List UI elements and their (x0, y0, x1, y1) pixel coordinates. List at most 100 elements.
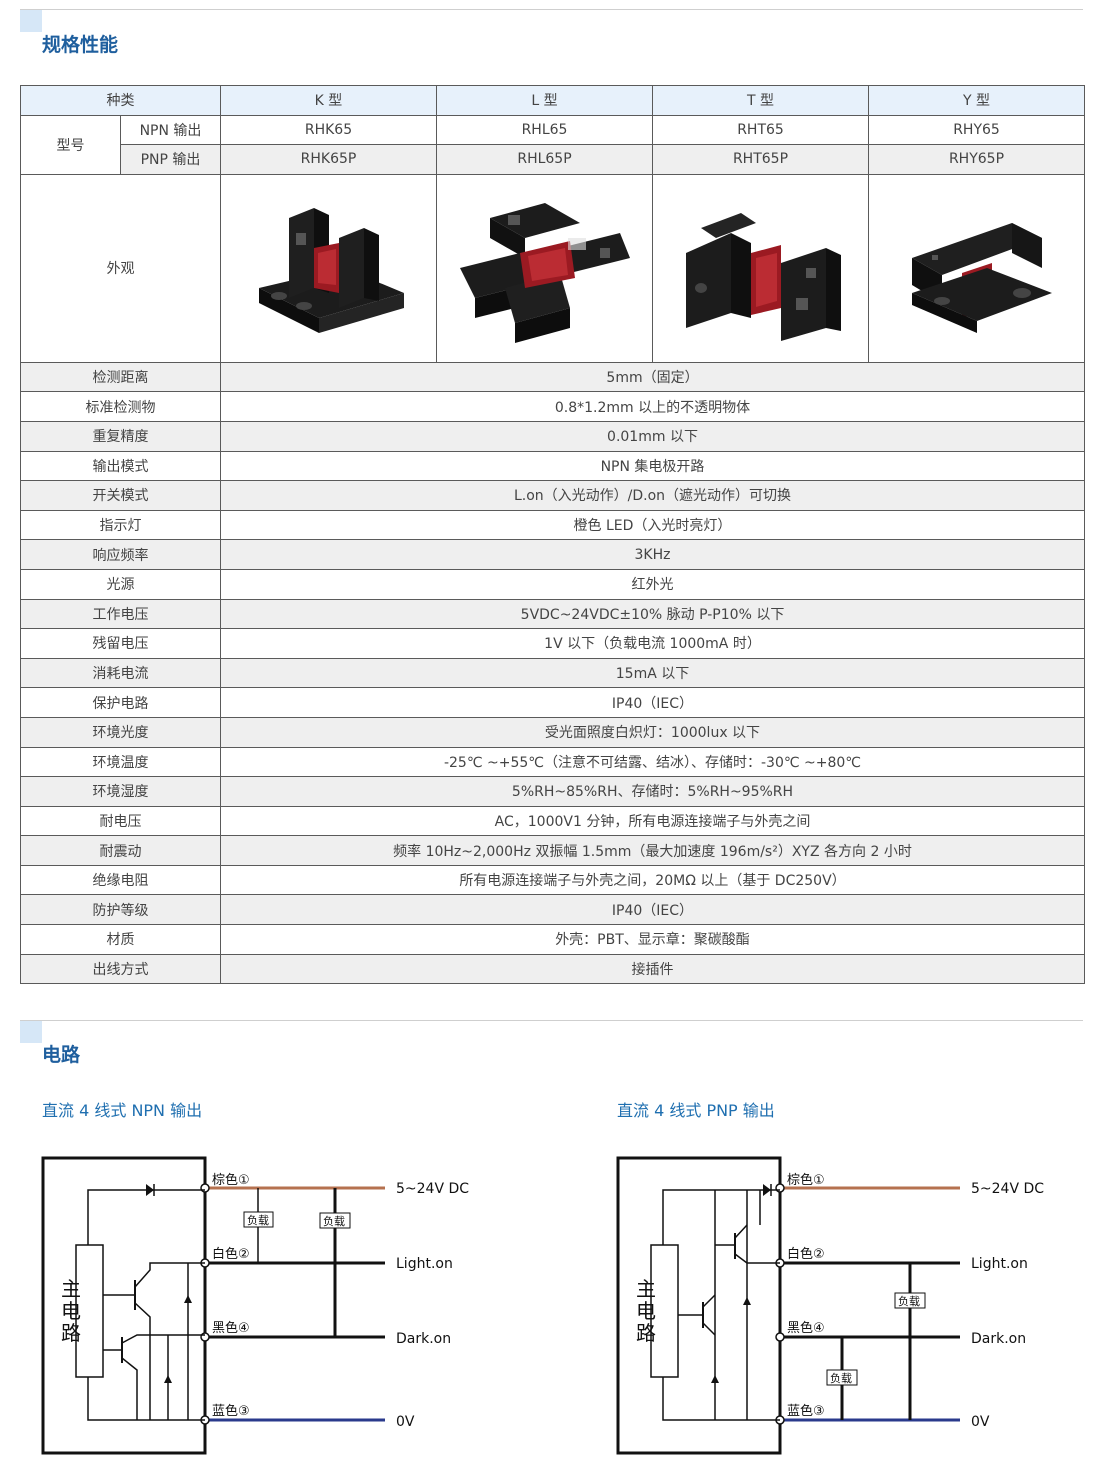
spec-value: L.on（入光动作）/D.on（遮光动作）可切换 (220, 480, 1085, 511)
top-divider (20, 9, 1083, 10)
type-header-k: K 型 (220, 85, 437, 116)
main-block-char: 主 (636, 1277, 656, 1301)
output-label: Light.on (396, 1256, 453, 1272)
spec-label: 工作电压 (20, 598, 221, 630)
appearance-row: 外观 (20, 173, 1085, 363)
type-header-t: T 型 (652, 85, 869, 116)
spec-value: 3KHz (220, 539, 1085, 570)
npn-circuit-title: 直流 4 线式 NPN 输出 (42, 1101, 203, 1120)
model-npn-t: RHT65 (652, 114, 869, 146)
output-label: Dark.on (396, 1331, 451, 1347)
photo-y-type (868, 173, 1085, 363)
wire-label: 白色② (787, 1246, 825, 1262)
sensor-y-image (911, 223, 1052, 334)
model-npn-k: RHK65 (220, 114, 437, 146)
main-block-char: 电 (636, 1299, 656, 1323)
pnp-circuit-title: 直流 4 线式 PNP 输出 (617, 1101, 775, 1120)
model-label: 型号 (20, 114, 121, 175)
main-block-char: 路 (636, 1321, 656, 1345)
wire-label: 棕色① (212, 1172, 250, 1188)
spec-value: 所有电源连接端子与外壳之间，20MΩ 以上（基于 DC250V） (220, 864, 1085, 896)
wire-label: 白色② (212, 1246, 250, 1262)
spec-label: 标准检测物 (20, 391, 221, 422)
spec-table: 种类 K 型 L 型 T 型 Y 型 型号 NPN 输出 RHK65 RHL65… (20, 85, 1085, 985)
model-npn-l: RHL65 (436, 114, 653, 146)
spec-label: 环境湿度 (20, 776, 221, 807)
output-label: Dark.on (971, 1331, 1026, 1347)
spec-label: 开关模式 (20, 480, 221, 511)
wire-label: 蓝色③ (787, 1403, 825, 1419)
sensor-t-image (685, 213, 841, 342)
model-npn-y: RHY65 (868, 114, 1085, 146)
section-marker (20, 1021, 42, 1043)
pnp-circuit-diagram: 主 电 路 棕色① 白色② 黑色④ 蓝色③ 负载 负载 5~24V DC Lig… (616, 1156, 1044, 1455)
spec-label: 出线方式 (20, 953, 221, 985)
spec-value: 5VDC~24VDC±10% 脉动 P-P10% 以下 (220, 598, 1085, 630)
spec-value: NPN 集电极开路 (220, 450, 1085, 482)
spec-value: IP40（IEC） (220, 894, 1085, 926)
output-label: 5~24V DC (971, 1181, 1044, 1197)
spec-value: 0.8*1.2mm 以上的不透明物体 (220, 391, 1085, 422)
spec-label: 耐震动 (20, 835, 221, 866)
spec-label: 环境温度 (20, 746, 221, 778)
section-marker (20, 10, 42, 32)
spec-value: 红外光 (220, 568, 1085, 600)
photo-k-type (220, 173, 437, 363)
spec-value: 0.01mm 以下 (220, 420, 1085, 452)
spec-value: 频率 10Hz~2,000Hz 双振幅 1.5mm（最大加速度 196m/s²）… (220, 835, 1085, 866)
output-label: Light.on (971, 1256, 1028, 1272)
spec-value: 橙色 LED（入光时亮灯） (220, 509, 1085, 541)
load-label: 负载 (247, 1213, 269, 1227)
type-header-y: Y 型 (868, 85, 1085, 116)
spec-label: 绝缘电阻 (20, 864, 221, 896)
spec-section-title: 规格性能 (42, 34, 119, 56)
output-label: 5~24V DC (396, 1181, 469, 1197)
output-label: 0V (396, 1414, 415, 1430)
appearance-label: 外观 (20, 173, 221, 363)
photo-t-type (652, 173, 869, 363)
pnp-label: PNP 输出 (120, 144, 221, 175)
spec-value: 受光面照度白炽灯：1000lux 以下 (220, 716, 1085, 748)
spec-label: 保护电路 (20, 687, 221, 718)
spec-label: 材质 (20, 924, 221, 955)
circuit-divider (20, 1020, 1083, 1021)
output-label: 0V (971, 1414, 990, 1430)
load-label: 负载 (830, 1371, 852, 1385)
spec-value: -25℃ ~+55℃（注意不可结露、结冰）、存储时：-30℃ ~+80℃ (220, 746, 1085, 778)
spec-value: 5mm（固定） (220, 361, 1085, 393)
spec-label: 环境光度 (20, 716, 221, 748)
type-header-label: 种类 (20, 85, 221, 116)
spec-label: 光源 (20, 568, 221, 600)
spec-value: IP40（IEC） (220, 687, 1085, 718)
model-pnp-row: PNP 输出 RHK65P RHL65P RHT65P RHY65P (21, 144, 1085, 175)
spec-value: 5%RH~85%RH、存储时：5%RH~95%RH (220, 776, 1085, 807)
load-label: 负载 (898, 1294, 920, 1308)
spec-label: 重复精度 (20, 420, 221, 452)
spec-label: 残留电压 (20, 628, 221, 659)
spec-label: 防护等级 (20, 894, 221, 926)
spec-label: 耐电压 (20, 805, 221, 837)
spec-value: AC，1000V1 分钟，所有电源连接端子与外壳之间 (220, 805, 1085, 837)
spec-label: 输出模式 (20, 450, 221, 482)
wire-label: 蓝色③ (212, 1403, 250, 1419)
model-pnp-t: RHT65P (652, 144, 869, 175)
photo-l-type (436, 173, 653, 363)
model-npn-row: 型号 NPN 输出 RHK65 RHL65 RHT65 RHY65 (20, 114, 1085, 175)
main-block-char: 路 (61, 1321, 81, 1345)
model-pnp-l: RHL65P (436, 144, 653, 175)
sensor-k-image (258, 208, 404, 334)
wire-label: 棕色① (787, 1172, 825, 1188)
circuit-section-title: 电路 (42, 1044, 81, 1066)
model-pnp-y: RHY65P (868, 144, 1085, 175)
main-block-char: 电 (61, 1299, 81, 1323)
spec-label: 响应频率 (20, 539, 221, 570)
npn-label: NPN 输出 (120, 114, 221, 146)
load-label: 负载 (323, 1214, 345, 1228)
sensor-l-image (459, 203, 630, 344)
model-pnp-k: RHK65P (220, 144, 437, 175)
table-header-row: 种类 K 型 L 型 T 型 Y 型 (20, 85, 1085, 116)
main-block-char: 主 (61, 1277, 81, 1301)
npn-circuit-diagram: 主 电 路 棕色① 白色② 黑色④ 蓝色③ 负载 负载 5~24V DC Lig… (41, 1156, 469, 1455)
type-header-l: L 型 (436, 85, 653, 116)
spec-label: 消耗电流 (20, 657, 221, 689)
